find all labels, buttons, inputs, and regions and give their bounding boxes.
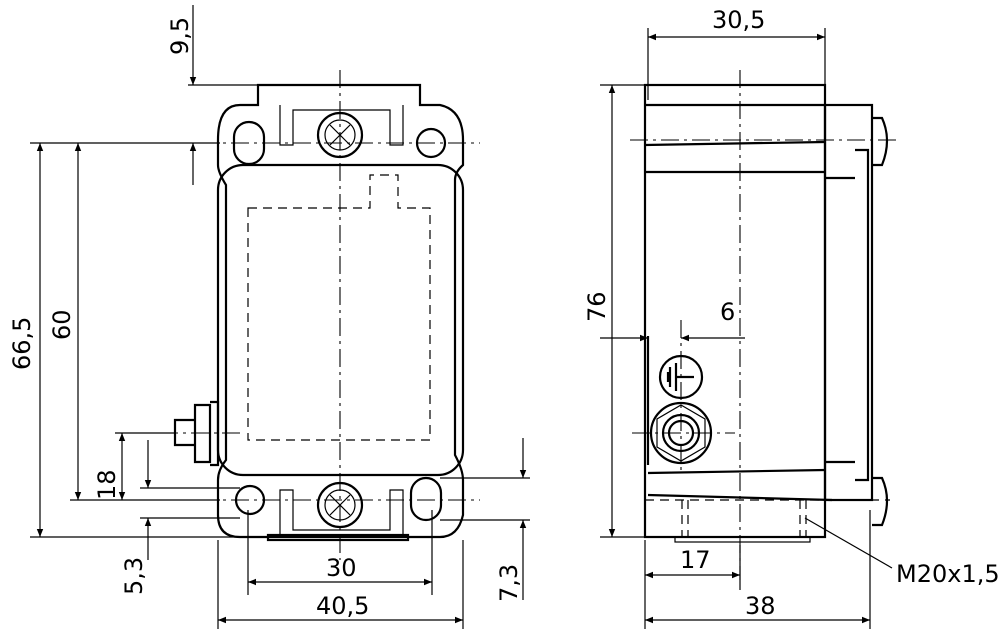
dim-17: 17	[680, 546, 711, 574]
bottom-fastener-bump	[872, 476, 889, 527]
dim-9-5: 9,5	[166, 17, 194, 55]
side-centerlines	[630, 70, 900, 580]
thread-hidden-lines	[645, 499, 890, 537]
cover-inner	[855, 148, 870, 482]
dim-18: 18	[93, 469, 121, 500]
thread-leader-line	[804, 517, 893, 569]
dim-40-5: 40,5	[316, 592, 369, 620]
centerlines	[160, 70, 480, 560]
cover-steps	[825, 176, 855, 464]
dim-30-5: 30,5	[712, 6, 765, 34]
bottom-slot	[279, 489, 404, 537]
side-cover	[823, 103, 874, 502]
top-fastener-bump	[872, 116, 889, 167]
dim-38: 38	[745, 592, 776, 620]
top-slot	[279, 105, 404, 146]
dim-66-5: 66,5	[8, 317, 36, 370]
dim-76: 76	[583, 291, 611, 322]
front-housing-outline	[216, 83, 465, 539]
side-dimensions: 30,5 76 6 17 38 M20x1,5	[583, 6, 1000, 629]
bottom-right-mounting-slot	[409, 476, 443, 522]
gland-plate	[674, 536, 811, 543]
dim-5-3: 5,3	[120, 557, 148, 595]
dim-60: 60	[48, 309, 76, 340]
front-dimensions: 9,5 66,5 60 18 5,3 30 40,5 7,3	[8, 5, 530, 629]
dim-30: 30	[326, 554, 357, 582]
top-bands	[644, 103, 826, 174]
thread-label: M20x1,5	[896, 560, 1000, 588]
dim-6: 6	[720, 298, 735, 326]
side-view	[630, 70, 900, 580]
ground-screw	[173, 400, 220, 467]
dim-7-3: 7,3	[495, 564, 523, 602]
internal-switch-outline	[247, 174, 431, 441]
